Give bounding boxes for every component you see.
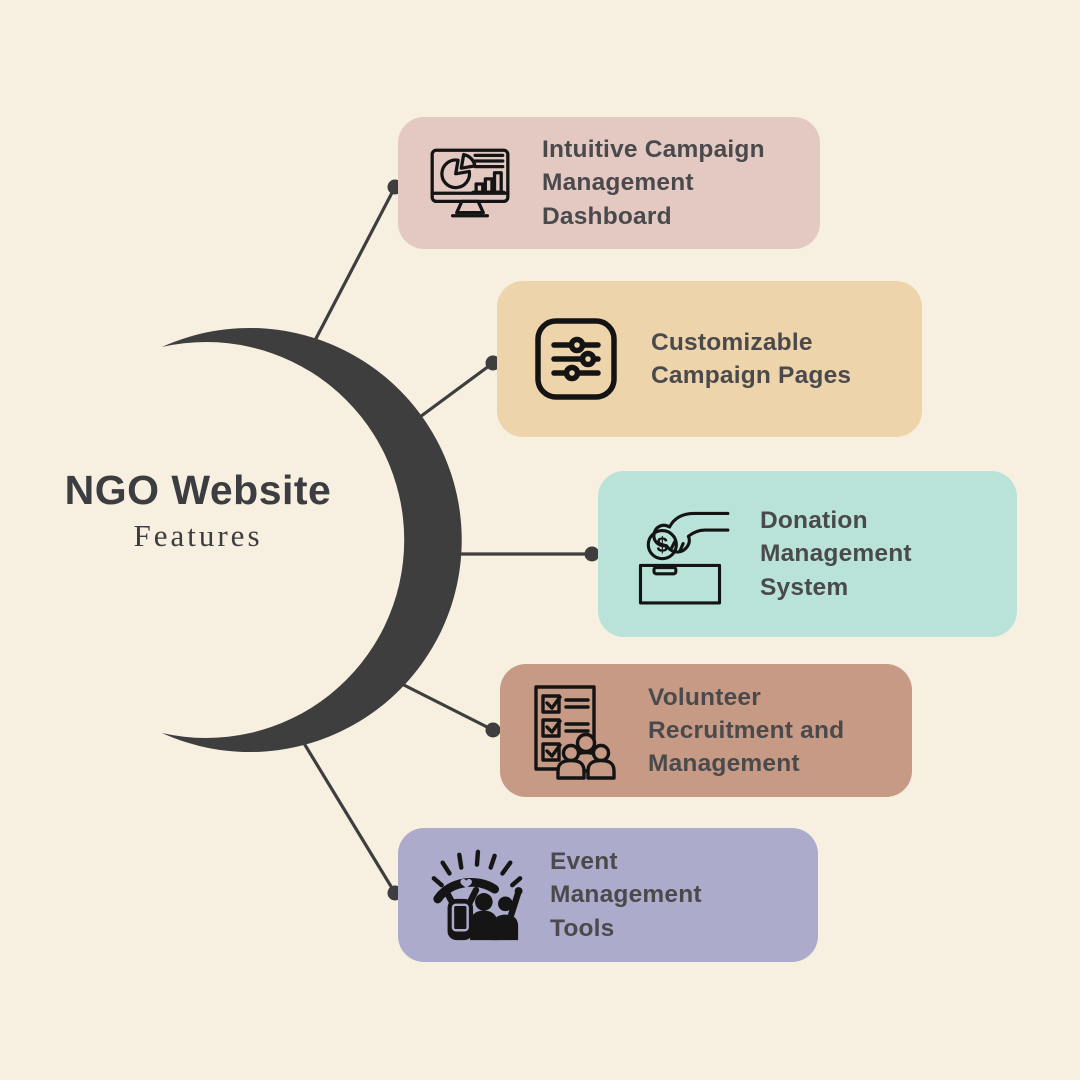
feature-card-event-tools: Event Management Tools xyxy=(398,828,818,962)
card-title-line: Dashboard xyxy=(542,202,672,230)
card-title-line: Management xyxy=(760,540,912,568)
feature-card-donation-system: $ Donation Management System xyxy=(598,471,1017,637)
connector-dot xyxy=(485,722,501,738)
card-title-line: Recruitment and xyxy=(648,716,845,744)
dashboard-monitor-icon xyxy=(424,137,516,229)
card-title-line: Tools xyxy=(550,914,615,942)
main-title: NGO Website xyxy=(64,467,332,513)
connector-line xyxy=(389,676,494,732)
card-title-line: Event xyxy=(550,848,618,876)
card-title: Intuitive Campaign Management Dashboard xyxy=(542,133,765,232)
card-title-line: Management xyxy=(648,750,800,778)
feature-card-volunteer-management: Volunteer Recruitment and Management xyxy=(500,664,912,797)
card-title: Volunteer Recruitment and Management xyxy=(648,681,844,780)
connector-dot xyxy=(485,355,501,371)
title-block: NGO Website Features xyxy=(26,467,370,554)
hand-coin-donation-icon: $ xyxy=(628,502,732,606)
card-title-line: Customizable xyxy=(651,328,813,356)
crescent-shape xyxy=(162,328,462,752)
card-title: Event Management Tools xyxy=(550,845,702,944)
card-title-line: Management xyxy=(542,169,694,197)
card-title-line: Management xyxy=(550,881,702,909)
connector-line xyxy=(300,739,397,894)
card-title-line: Volunteer xyxy=(648,683,761,711)
feature-card-campaign-pages: Customizable Campaign Pages xyxy=(497,281,922,437)
connector-dot xyxy=(584,546,600,562)
subtitle: Features xyxy=(133,518,263,554)
card-title: Donation Management System xyxy=(760,504,912,603)
card-title: Customizable Campaign Pages xyxy=(651,326,851,392)
celebration-crowd-icon xyxy=(426,846,524,944)
sliders-icon xyxy=(531,314,621,404)
card-title-line: Intuitive Campaign xyxy=(542,136,765,164)
card-title-line: Campaign Pages xyxy=(651,362,852,389)
feature-card-campaign-dashboard: Intuitive Campaign Management Dashboard xyxy=(398,117,820,249)
checklist-people-icon xyxy=(524,681,624,781)
card-title-line: System xyxy=(760,573,849,601)
connector-line xyxy=(308,186,397,351)
card-title-line: Donation xyxy=(760,507,868,535)
